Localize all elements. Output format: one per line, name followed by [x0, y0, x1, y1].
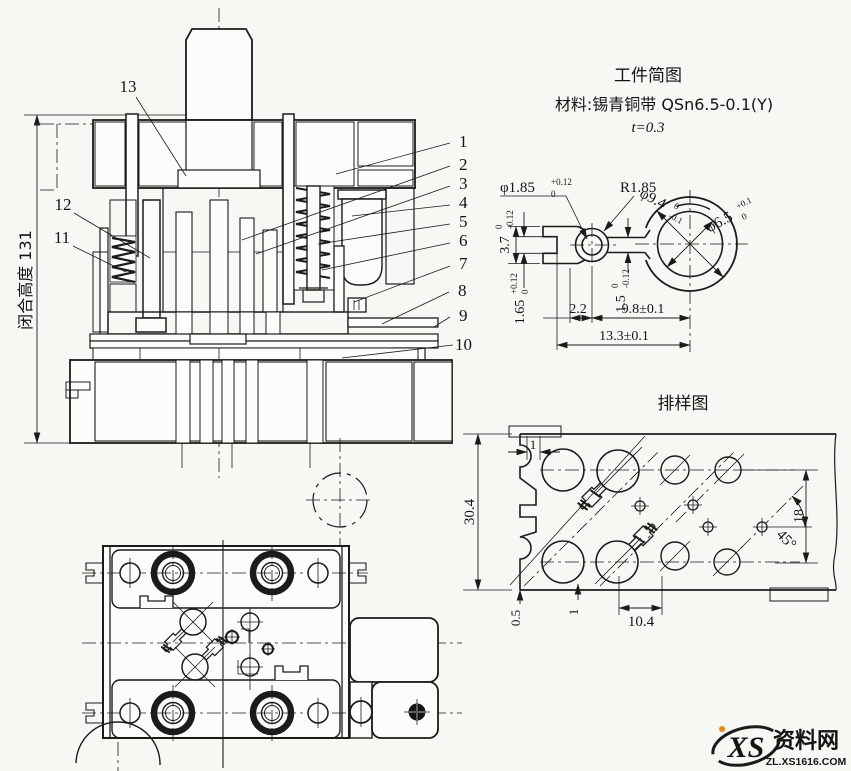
svg-text:0: 0 — [672, 201, 681, 212]
dim-top-web: 1 — [508, 436, 560, 460]
strip-title: 排样图 — [658, 394, 709, 414]
section-view: 闭合高度 131 — [16, 8, 472, 478]
dim-hole: φ1.85 +0.12 0 — [500, 177, 588, 240]
part-label-7: 7 — [459, 254, 468, 273]
material-note: 材料:锡青铜带 QSn6.5-0.1(Y) — [555, 95, 773, 114]
svg-text:13.3±0.1: 13.3±0.1 — [599, 329, 649, 344]
svg-text:1.65: 1.65 — [513, 300, 528, 325]
guide-bushings — [150, 545, 295, 741]
part-silhouette — [628, 522, 658, 551]
svg-text:3.7: 3.7 — [498, 236, 513, 254]
svg-text:2.2: 2.2 — [569, 302, 587, 317]
dim-center-distance: 9.8±0.1 — [591, 302, 691, 322]
svg-text:+0.12: +0.12 — [509, 273, 519, 294]
svg-text:45°: 45° — [773, 527, 799, 553]
svg-text:1: 1 — [530, 437, 537, 452]
part-silhouette — [577, 482, 607, 511]
svg-text:0: 0 — [520, 289, 530, 294]
logo-swoosh-blue — [718, 737, 781, 767]
svg-text:10.4: 10.4 — [628, 614, 655, 630]
dim-row-height: 18 — [736, 469, 818, 564]
xs-logo: XS 资料网 ZL.XS1616.COM — [711, 725, 847, 768]
svg-text:R1.85: R1.85 — [620, 180, 656, 196]
dim-pitch: 10.4 — [618, 576, 663, 630]
logo-dot — [719, 726, 725, 732]
svg-text:9.8±0.1: 9.8±0.1 — [622, 302, 665, 317]
screw-holes — [119, 558, 329, 728]
part-label-8: 8 — [458, 281, 467, 300]
workpiece-drawing: 工件简图 材料:锡青铜带 QSn6.5-0.1(Y) t=0.3 φ9.4 0 … — [494, 66, 773, 352]
die-shank — [185, 28, 253, 121]
break-line — [832, 433, 838, 591]
dim-radius: R1.85 — [603, 180, 656, 232]
punch-pin — [282, 113, 295, 305]
svg-text:1: 1 — [566, 609, 581, 616]
part-label-6: 6 — [459, 231, 468, 250]
screw-head — [347, 297, 367, 313]
part-label-4: 4 — [459, 193, 468, 212]
svg-text:0.5: 0.5 — [508, 610, 523, 626]
part-label-13: 13 — [120, 77, 137, 96]
part-label-5: 5 — [459, 212, 468, 231]
svg-text:30.4: 30.4 — [462, 498, 478, 525]
part-label-2: 2 — [459, 155, 468, 174]
svg-text:0: 0 — [494, 224, 504, 229]
dim-web: 1 — [566, 583, 582, 616]
svg-text:-0.12: -0.12 — [505, 210, 515, 229]
clamp — [85, 702, 102, 724]
logo-xs: XS — [727, 731, 765, 764]
workpiece-title: 工件简图 — [614, 66, 682, 86]
spring-bolt — [306, 185, 321, 291]
svg-text:φ1.85: φ1.85 — [500, 180, 535, 196]
strip-cut-edge — [519, 434, 537, 590]
logo-swoosh-red — [711, 725, 774, 755]
cavity-silhouette — [160, 601, 214, 654]
svg-text:0: 0 — [740, 211, 749, 222]
dim-slot: 1.65 +0.12 0 — [509, 212, 543, 324]
dim-angle: 45° — [773, 495, 809, 553]
svg-text:0: 0 — [610, 283, 620, 288]
thickness-note: t=0.3 — [631, 120, 664, 136]
part-label-1: 1 — [459, 132, 468, 151]
closed-height-label: 闭合高度 131 — [16, 230, 35, 330]
svg-text:+0.1: +0.1 — [734, 195, 753, 211]
pierced-ring — [596, 449, 640, 493]
part-label-12: 12 — [55, 195, 72, 214]
dim-overall-length: 13.3±0.1 — [556, 253, 691, 350]
svg-text:0: 0 — [551, 189, 556, 199]
plan-view — [75, 438, 462, 771]
part-label-9: 9 — [459, 306, 468, 325]
svg-text:-0.12: -0.12 — [621, 269, 631, 288]
svg-text:+0.12: +0.12 — [551, 177, 572, 187]
left-spring — [111, 236, 136, 284]
dim-offset: 2.2 — [543, 267, 593, 323]
closed-height-dimension: 闭合高度 131 — [16, 114, 186, 444]
part-labels: 13 12 11 1 2 3 4 5 6 7 8 9 10 — [54, 77, 472, 359]
part-label-11: 11 — [54, 228, 70, 247]
part-label-3: 3 — [459, 174, 468, 193]
part-label-10: 10 — [455, 335, 472, 354]
strip-layout: 排样图 — [462, 394, 838, 630]
logo-name: 资料网 — [773, 729, 839, 754]
punched-blank-hole — [541, 448, 585, 492]
clamp — [350, 562, 367, 584]
guide-post — [142, 199, 161, 319]
svg-text:1.5: 1.5 — [614, 295, 629, 313]
dim-strip-width: 30.4 — [462, 433, 512, 591]
dim-edge-margin: 0.5 — [508, 589, 524, 626]
pilot-holes — [631, 496, 812, 536]
logo-domain: ZL.XS1616.COM — [766, 756, 847, 768]
cavity-silhouette — [174, 635, 228, 688]
clamp — [85, 562, 102, 584]
dim-neck: 1.5 0 -0.12 — [610, 218, 632, 313]
